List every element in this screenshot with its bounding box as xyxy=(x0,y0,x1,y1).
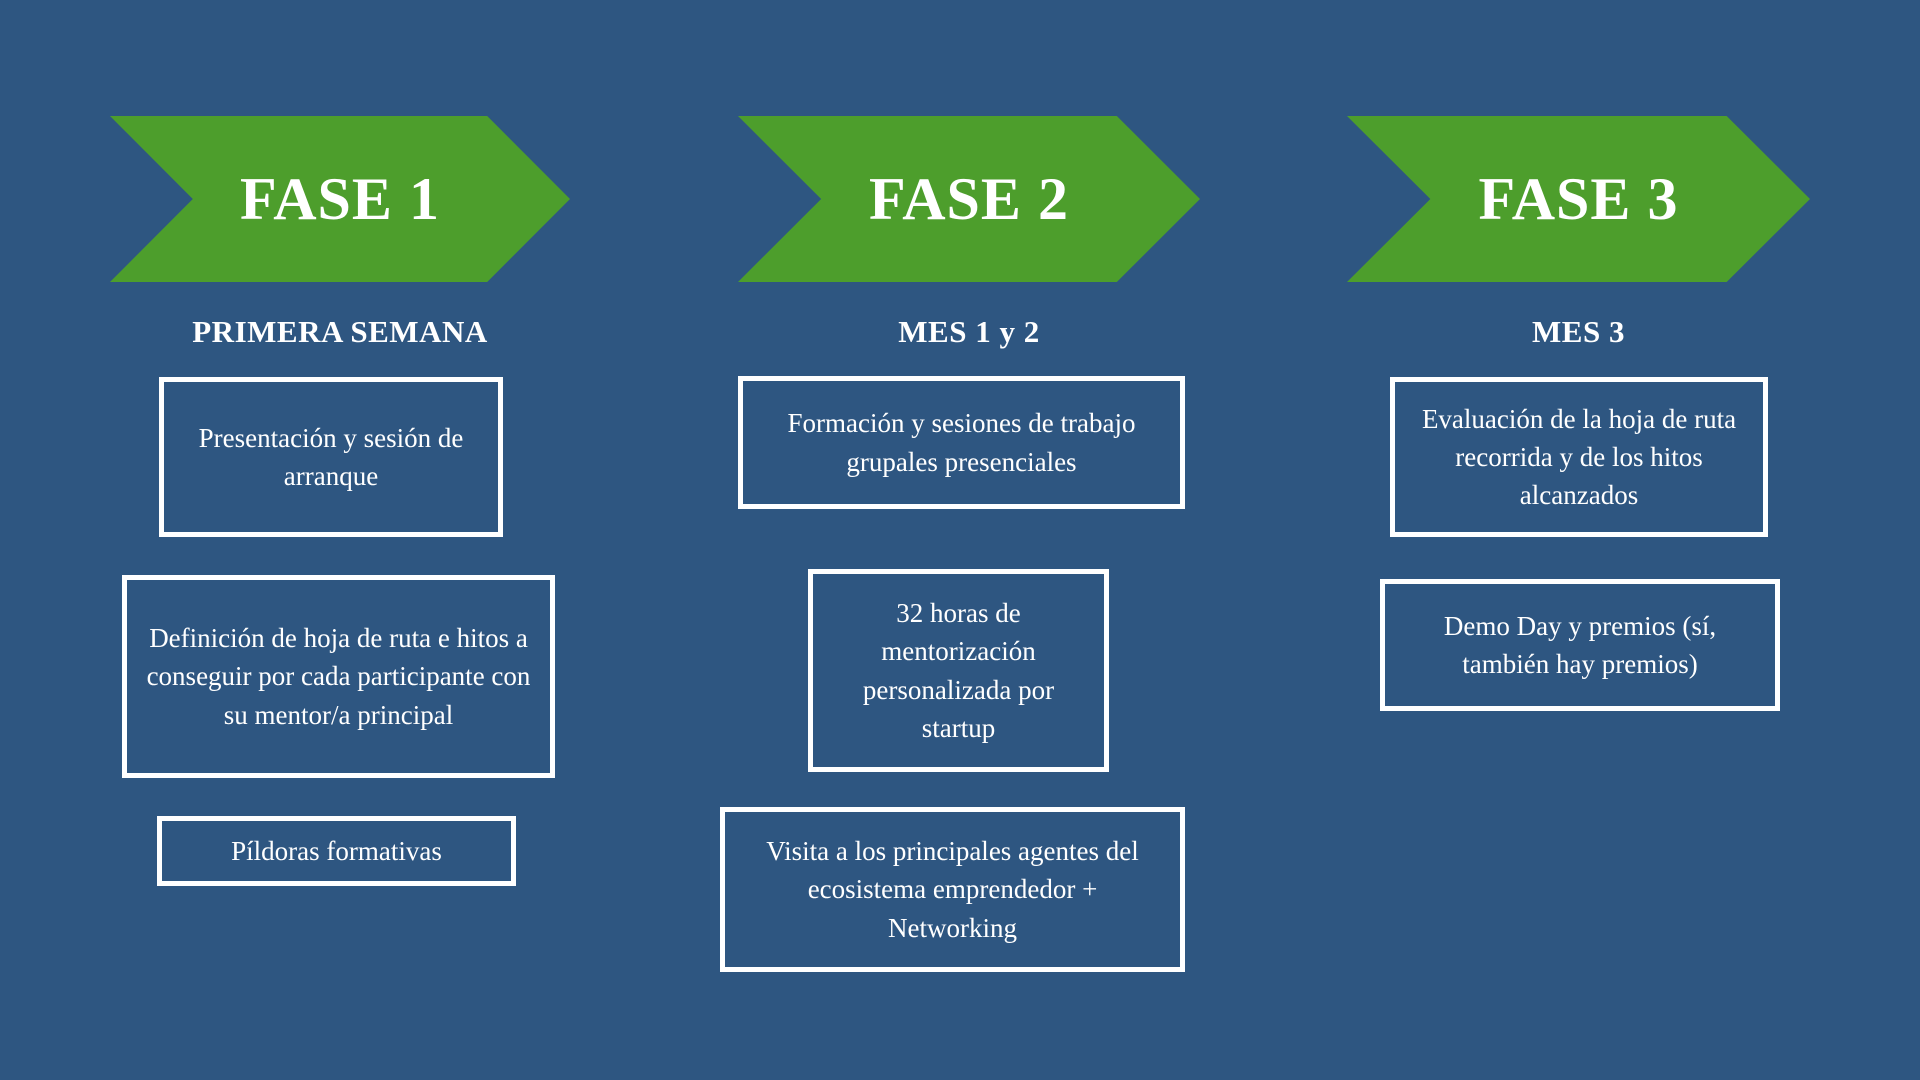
info-box-1-2: Definición de hoja de ruta e hitos a con… xyxy=(122,575,555,778)
info-box-2-3: Visita a los principales agentes del eco… xyxy=(720,807,1185,972)
phase-arrow-2: FASE 2 xyxy=(738,116,1200,282)
period-label-2: MES 1 y 2 xyxy=(898,314,1040,349)
info-box-text-1-2: Definición de hoja de ruta e hitos a con… xyxy=(146,623,531,730)
period-label-1: PRIMERA SEMANA xyxy=(192,314,488,349)
info-box-3-1: Evaluación de la hoja de ruta recorrida … xyxy=(1390,377,1768,537)
info-box-text-1-1: Presentación y sesión de arranque xyxy=(198,422,464,491)
info-box-text-1-3: Píldoras formativas xyxy=(231,835,442,866)
info-box-1-3: Píldoras formativas xyxy=(157,816,516,886)
phase-arrow-1: FASE 1 xyxy=(110,116,570,282)
info-box-3-2: Demo Day y premios (sí, también hay prem… xyxy=(1380,579,1780,711)
phase-arrow-3: FASE 3 xyxy=(1347,116,1810,282)
info-box-text-2-2: 32 horas de mentorización personalizada … xyxy=(862,597,1055,743)
info-box-2-1: Formación y sesiones de trabajo grupales… xyxy=(738,376,1185,509)
info-box-text-3-1: Evaluación de la hoja de ruta recorrida … xyxy=(1421,403,1737,511)
info-box-text-3-2: Demo Day y premios (sí, también hay prem… xyxy=(1443,610,1717,679)
phase-title-1: FASE 1 xyxy=(240,165,440,232)
info-box-text-2-3: Visita a los principales agentes del eco… xyxy=(766,836,1139,943)
info-box-text-2-1: Formación y sesiones de trabajo grupales… xyxy=(787,408,1136,477)
phase-title-3: FASE 3 xyxy=(1478,165,1679,232)
period-label-3: MES 3 xyxy=(1532,314,1625,349)
info-box-2-2: 32 horas de mentorización personalizada … xyxy=(808,569,1109,772)
phase-title-2: FASE 2 xyxy=(869,165,1069,232)
info-box-1-1: Presentación y sesión de arranque xyxy=(159,377,503,537)
